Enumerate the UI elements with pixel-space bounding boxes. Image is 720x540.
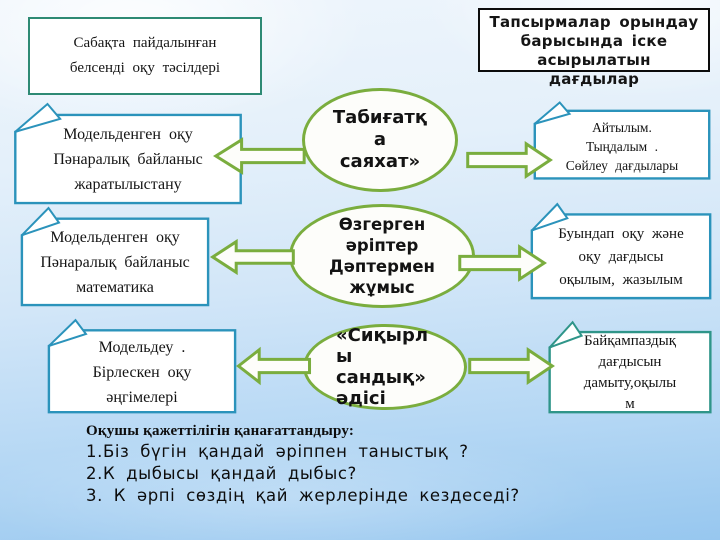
skills-title-line: барысында іске: [520, 32, 668, 50]
model-box-stories: Модельдеу . Бірлескен оқу әңгімелері: [47, 322, 237, 414]
ellipse-line: әдісі: [336, 388, 386, 409]
question-item: 3. К әрпі сөздің қай жерлерінде кездесед…: [86, 486, 520, 505]
methods-used-line: Сабақта пайдалынған: [73, 35, 217, 51]
box-line: оқылым, жазылым: [559, 271, 683, 288]
folded-corner-shape: [533, 104, 711, 180]
box-line: Модельденген оқу: [50, 229, 180, 246]
methods-used-line: белсенді оқу тәсілдері: [69, 60, 221, 76]
box-line: Сөйлеу дағдылары: [565, 157, 679, 173]
box-line: дамыту,оқылы: [583, 375, 677, 391]
arrow-left-icon: [237, 347, 311, 385]
box-line: дағдысын: [598, 354, 662, 370]
ellipse-line: саяхат»: [339, 151, 421, 172]
box-line: әңгімелері: [106, 388, 178, 406]
arrow-left-icon: [214, 137, 306, 175]
box-line: Модельденген оқу: [63, 126, 193, 143]
box-line: Пәнаралық байланыс: [40, 254, 190, 271]
methods-used-box: Сабақта пайдалынған белсенді оқу тәсілде…: [28, 17, 262, 95]
box-line: Пәнаралық байланыс: [53, 151, 203, 168]
arrow-left-icon: [211, 239, 295, 275]
ellipse-line: а: [373, 129, 387, 150]
box-line: Модельдеу .: [98, 338, 186, 356]
ellipse-line: «Сиқырл: [336, 325, 429, 346]
skills-title-box: Тапсырмалар орындау барысында іске асыры…: [478, 8, 710, 88]
arrow-right-icon: [458, 244, 546, 282]
activity-ellipse-changed-letters: Өзгерген әріптер Дәптермен жұмыс: [289, 204, 475, 308]
ellipse-line: Өзгерген: [338, 215, 426, 234]
folded-corner-shape: [548, 324, 712, 414]
skills-title-line: дағдылар: [548, 70, 640, 88]
box-line: Айтылым.: [592, 119, 652, 135]
folded-corner-shape: [47, 322, 237, 414]
folded-corner-shape: [530, 206, 712, 300]
folded-corner-shape: [13, 106, 243, 205]
model-box-science: Модельденген оқу Пәнаралық байланыс жара…: [13, 106, 243, 205]
ellipse-line: әріптер: [345, 236, 419, 255]
box-line: Буындап оқу және: [558, 225, 684, 242]
question-item: 1.Біз бүгін қандай әріппен таныстық ?: [86, 442, 469, 461]
box-line: математика: [76, 279, 154, 296]
skills-box-reading-writing: Буындап оқу және оқу дағдысы оқылым, жаз…: [530, 206, 712, 300]
folded-corner-shape: [20, 210, 210, 307]
box-line: жаратылыстану: [74, 176, 182, 193]
box-line: Бірлескен оқу: [92, 363, 192, 381]
box-line: Тыңдалым .: [586, 138, 658, 154]
question-item: 2.К дыбысы қандай дыбыс?: [86, 464, 357, 483]
box-line: Байқампаздық: [583, 333, 677, 349]
box-line: оқу дағдысы: [578, 248, 664, 265]
model-box-math: Модельденген оқу Пәнаралық байланыс мате…: [20, 210, 210, 307]
skills-box-speaking: Айтылым. Тыңдалым . Сөйлеу дағдылары: [533, 104, 711, 180]
skills-box-observation: Байқампаздық дағдысын дамыту,оқылы м: [548, 324, 712, 414]
arrow-right-icon: [466, 141, 552, 179]
ellipse-line: Дәптермен: [329, 257, 435, 276]
activity-ellipse-magic-chest: «Сиқырл ы сандық» әдісі: [303, 324, 467, 410]
activity-ellipse-nature-trip: Табиғатқ а саяхат»: [302, 88, 458, 192]
ellipse-line: сандық»: [336, 367, 426, 388]
arrow-right-icon: [468, 347, 554, 385]
student-needs-questions: Оқушы қажеттілігін қанағаттандыру: 1.Біз…: [86, 422, 646, 507]
skills-title-line: Тапсырмалар орындау: [489, 13, 699, 31]
box-line: м: [625, 396, 635, 412]
ellipse-line: жұмыс: [349, 278, 415, 297]
ellipse-line: Табиғатқ: [332, 107, 428, 128]
skills-title-line: асырылатын: [537, 51, 651, 69]
questions-heading: Оқушы қажеттілігін қанағаттандыру:: [86, 423, 355, 439]
ellipse-line: ы: [336, 346, 353, 367]
